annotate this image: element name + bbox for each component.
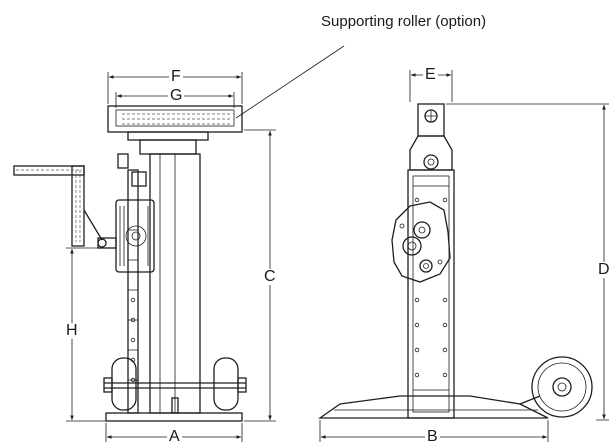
dimension-label-g: G (168, 87, 185, 104)
front-column (407, 169, 455, 419)
front-claw (417, 103, 445, 137)
supporting-roller-hidden (122, 113, 230, 125)
callout-leader-line (235, 45, 345, 119)
side-crank-arm (71, 165, 85, 247)
side-wheel-right (213, 357, 239, 411)
callout-supporting-roller: Supporting roller (option) (321, 13, 487, 30)
side-gear-housing (115, 199, 155, 273)
dimension-label-f: F (169, 68, 183, 85)
dimension-label-b: B (425, 428, 440, 445)
side-view (13, 105, 247, 422)
front-gear-housing (391, 201, 451, 283)
dimension-label-e: E (423, 66, 438, 83)
dimension-label-h: H (64, 322, 80, 339)
front-base (317, 395, 549, 419)
dimension-label-c: C (262, 268, 278, 285)
dimension-label-d: D (596, 261, 611, 278)
dimension-label-a: A (167, 428, 182, 445)
side-rack (127, 169, 139, 414)
side-base-plate (105, 412, 243, 422)
side-crank-handle (13, 165, 85, 176)
front-view (317, 103, 593, 419)
front-top-bolt (423, 154, 439, 170)
side-wheel-left (111, 357, 137, 411)
dimension-lines (66, 70, 609, 442)
front-support-roller (531, 356, 593, 418)
